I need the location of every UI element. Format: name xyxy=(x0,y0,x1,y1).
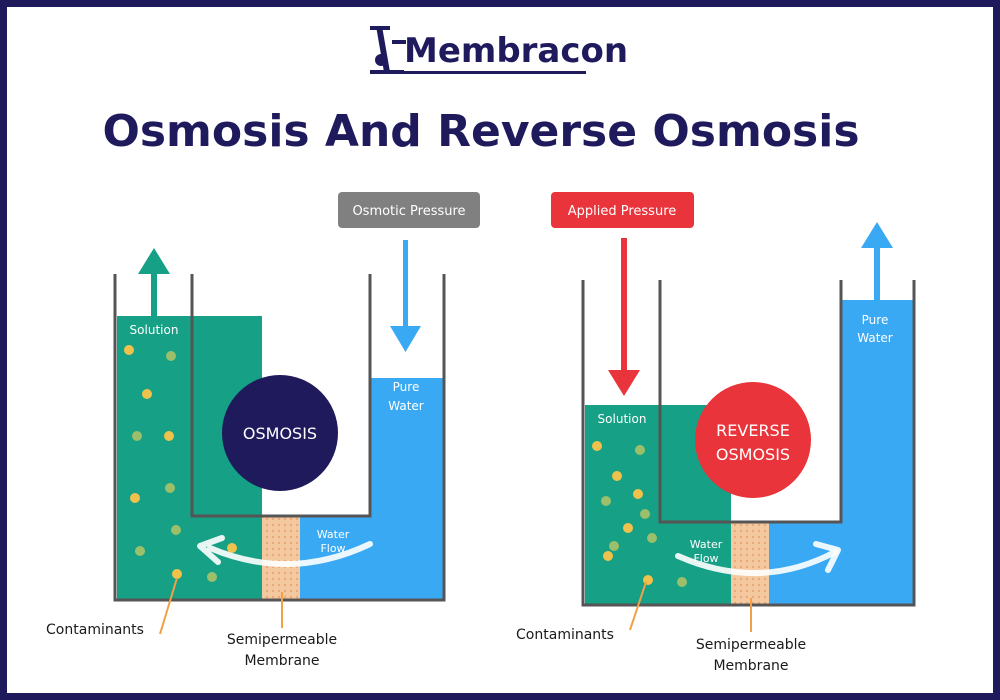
ro-membrane-label-line1: Semipermeable xyxy=(696,637,806,653)
membrane-label-line1: Semipermeable xyxy=(227,632,337,648)
contaminants xyxy=(124,345,237,582)
ro-semipermeable-membrane xyxy=(731,522,769,604)
reverse-osmosis-panel: Applied Pressure Solution Pure Water Wat… xyxy=(516,192,916,674)
logo-mark-icon xyxy=(370,26,406,74)
osmotic-pressure-label: Osmotic Pressure xyxy=(352,204,465,219)
ro-contaminants-label: Contaminants xyxy=(516,627,614,643)
page-title: Osmosis And Reverse Osmosis xyxy=(102,106,859,157)
ro-water-flow-label-line1: Water xyxy=(690,538,723,551)
semipermeable-membrane xyxy=(262,516,300,599)
solution-label: Solution xyxy=(130,323,179,337)
membrane-label-line2: Membrane xyxy=(244,653,319,669)
pure-water-column xyxy=(370,378,443,599)
ro-contaminants-pointer xyxy=(629,581,647,631)
water-flow-label-line2: Flow xyxy=(320,542,345,555)
logo-underline xyxy=(370,71,586,74)
reverse-osmosis-circle-label-line1: REVERSE xyxy=(716,421,790,440)
water-flow-label-line1: Water xyxy=(317,528,350,541)
membracon-logo: Membracon xyxy=(370,26,628,74)
reverse-osmosis-circle xyxy=(695,382,811,498)
ro-solution-label: Solution xyxy=(598,412,647,426)
pure-water-label-line1: Pure xyxy=(393,380,420,394)
u-tube-tank xyxy=(113,274,446,602)
reverse-osmosis-circle-label-line2: OSMOSIS xyxy=(716,445,790,464)
ro-u-tube-tank xyxy=(581,280,916,607)
logo-text: Membracon xyxy=(404,31,628,71)
ro-pure-water-label-line2: Water xyxy=(857,331,893,345)
osmotic-pressure-badge xyxy=(338,192,480,228)
applied-pressure-label: Applied Pressure xyxy=(568,204,677,219)
ro-pure-water-label-line1: Pure xyxy=(862,313,889,327)
osmotic-pressure-arrow-icon xyxy=(390,240,421,352)
ro-membrane-label-line2: Membrane xyxy=(713,658,788,674)
ro-water-flow-arrow-icon xyxy=(675,541,841,577)
solution-rise-arrow-icon xyxy=(138,248,170,320)
osmosis-circle-label: OSMOSIS xyxy=(243,424,317,443)
pure-water-label-line2: Water xyxy=(388,399,424,413)
osmosis-panel: Osmotic Pressure Solution Pure Water Wat… xyxy=(46,192,480,669)
contaminants-pointer xyxy=(159,577,178,635)
osmosis-circle xyxy=(222,375,338,491)
water-flow-arrow-icon xyxy=(197,535,373,567)
pure-water-rise-arrow-icon xyxy=(861,222,893,300)
contaminants-label: Contaminants xyxy=(46,622,144,638)
applied-pressure-badge xyxy=(551,192,694,228)
ro-contaminants xyxy=(592,441,687,587)
applied-pressure-arrow-icon xyxy=(608,238,640,396)
ro-pure-water-column xyxy=(841,300,913,604)
